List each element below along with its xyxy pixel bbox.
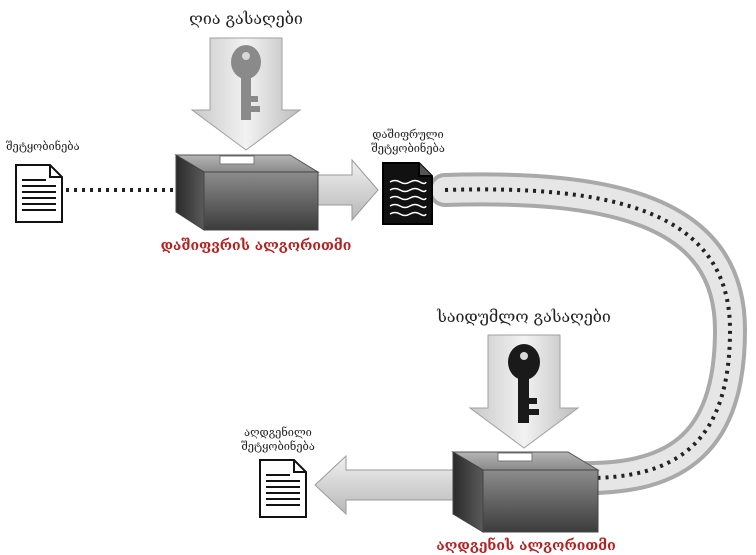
encrypted-message-label-line2: შეტყობინება — [371, 142, 445, 155]
encryption-algorithm-label: დაშიფვრის ალგორითმი — [161, 238, 352, 254]
restored-document-icon — [259, 459, 307, 518]
restored-message-label-line2: შეტყობინება — [241, 440, 315, 453]
public-key-label: ღია გასაღები — [189, 9, 303, 28]
private-key-label: საიდუმლო გასაღები — [436, 307, 611, 326]
decryption-algorithm-box — [451, 451, 600, 533]
private-key-icon — [508, 344, 540, 423]
decryption-output-arrow — [314, 454, 456, 516]
encryption-output-arrow — [317, 158, 379, 222]
message-label: შეტყობინება — [6, 140, 80, 153]
transmission-pipe — [428, 172, 748, 496]
message-document-icon — [15, 164, 63, 223]
encryption-algorithm-box — [174, 154, 320, 231]
encrypted-document-icon — [382, 162, 433, 225]
restored-message-label-line1: აღდგენილი — [244, 426, 312, 439]
public-key-icon — [231, 45, 261, 120]
encrypted-message-label-line1: დაშიფრული — [372, 128, 443, 141]
decryption-algorithm-label: აღდგენის ალგორითმი — [436, 537, 615, 554]
